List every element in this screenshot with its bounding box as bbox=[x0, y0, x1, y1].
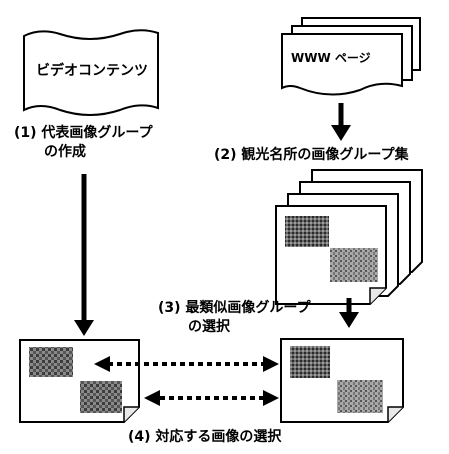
arrow-step1-to-result bbox=[74, 174, 94, 336]
video-content-label: ビデオコンテンツ bbox=[36, 63, 148, 79]
photo-thumbnail bbox=[290, 346, 330, 378]
step1-label-line2: の作成 bbox=[44, 144, 86, 160]
step3-label-line2: の選択 bbox=[188, 319, 230, 335]
step3-label-line1: (3) 最類似画像グループ bbox=[158, 300, 311, 316]
step1-label-line1: (1) 代表画像グループ bbox=[14, 125, 153, 141]
arrow-collection-to-result bbox=[339, 298, 359, 328]
video-content-document bbox=[23, 29, 159, 116]
dotted-double-arrow-top bbox=[94, 356, 279, 372]
image-group-collection bbox=[275, 169, 423, 305]
arrow-www-to-step2 bbox=[331, 103, 351, 141]
photo-thumbnail bbox=[285, 216, 329, 247]
representative-image-group-page bbox=[19, 339, 140, 423]
step4-label: (4) 対応する画像の選択 bbox=[128, 429, 282, 445]
photo-thumbnail bbox=[330, 248, 378, 282]
selected-image-group-page bbox=[280, 338, 404, 423]
step2-label: (2) 観光名所の画像グループ集 bbox=[214, 147, 409, 163]
www-page-stack bbox=[281, 17, 421, 96]
photo-thumbnail bbox=[80, 381, 122, 413]
photo-thumbnail bbox=[29, 347, 73, 377]
www-page-label: WWW ページ bbox=[291, 51, 371, 65]
dotted-double-arrow-bottom bbox=[144, 390, 279, 406]
photo-thumbnail bbox=[337, 380, 383, 413]
